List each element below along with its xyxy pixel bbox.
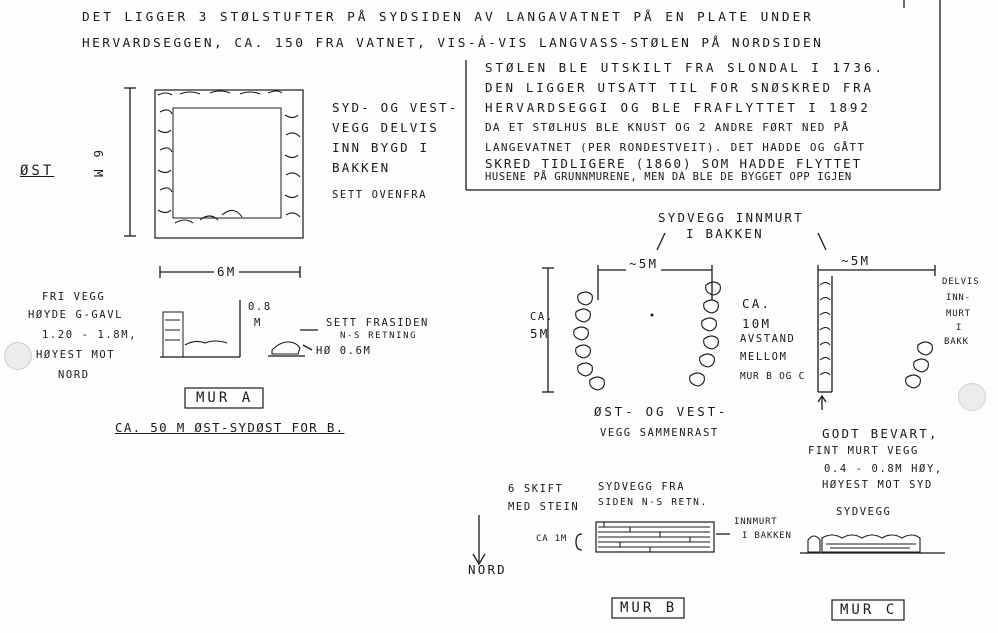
good-note-line: HØYEST MOT SYD [822, 479, 933, 491]
south-wall-line: SYDVEGG FRA [598, 481, 686, 493]
header-line-1: DET LIGGER 3 STØLSTUFTER PÅ SYDSIDEN AV … [82, 10, 814, 25]
walls-note-line: ØST- OG VEST- [594, 404, 729, 419]
nord-label: NORD [468, 562, 507, 577]
note-line: SKRED TIDLIGERE (1860) SOM HADDE FLYTTET [485, 156, 863, 171]
note-line: LANGEVATNET (PER RONDESTVEIT). DET HADDE… [485, 141, 866, 154]
sydvegg-label: SYDVEGG [836, 506, 892, 518]
wall-note-line: INN BYGD I [332, 140, 430, 155]
mur-c-plan [817, 232, 936, 410]
wall-note-line: VEGG DELVIS [332, 120, 439, 135]
courses-line: 6 SKIFT [508, 483, 564, 495]
mur-a-label: MUR A [196, 390, 254, 406]
free-wall-line: HØYEST MOT [36, 349, 116, 361]
delvis-line: DELVIS [942, 277, 980, 287]
distance-note-line: AVSTAND [740, 333, 796, 345]
view-note: SETT OVENFRA [332, 189, 428, 201]
delvis-line: INN- [946, 293, 971, 303]
dim-08: 0.8 [248, 301, 272, 313]
mur-b-label-box [611, 597, 685, 619]
wall-note-line: SYD- OG VEST- [332, 100, 459, 115]
mur-a-side [160, 300, 318, 358]
mur-c-label-box [831, 599, 905, 621]
mur-b-width-dim: ~5M [626, 257, 662, 271]
good-note-line: GODT BEVART, [822, 426, 939, 441]
mur-a-plan [124, 87, 304, 278]
good-note-line: 0.4 - 0.8M HØY, [824, 463, 943, 475]
mur-c-width-dim: ~5M [838, 254, 874, 268]
ca1m-label: CA 1M [536, 534, 568, 544]
free-wall-line: 1.20 - 1.8M, [42, 329, 138, 341]
walls-note-line: VEGG SAMMENRAST [600, 427, 719, 439]
mur-b-height-5m: 5M [530, 326, 550, 341]
mur-b-label: MUR B [620, 600, 678, 616]
mur-a-height-dim: 6 M [91, 150, 106, 180]
free-wall-line: FRI VEGG [42, 291, 106, 303]
note-line: DEN LIGGER UTSATT TIL FOR SNØSKRED FRA [485, 80, 874, 95]
mur-a-location: CA. 50 M ØST-SYDØST FOR B. [115, 420, 345, 435]
mur-a-label-box [184, 387, 264, 409]
courses-line: MED STEIN [508, 501, 580, 513]
mur-b-top-note-line: I BAKKEN [686, 226, 764, 241]
mur-b-height-ca: CA. [530, 311, 554, 323]
mur-b-side [472, 515, 730, 566]
delvis-line: I [956, 323, 964, 333]
good-note-line: FINT MURT VEGG [808, 445, 919, 457]
side-view-line: SETT FRASIDEN [326, 317, 429, 329]
mur-c-side [800, 534, 945, 554]
note-line: HUSENE PÅ GRUNNMURENE, MEN DA BLE DE BYG… [485, 171, 852, 183]
mur-b-top-note-line: SYDVEGG INNMURT [658, 210, 804, 225]
mur-c-label: MUR C [840, 602, 898, 618]
ost-label: ØST [20, 163, 55, 179]
innmurt-line: INNMURT [734, 517, 778, 527]
free-wall-line: HØYDE G-GAVL [28, 309, 124, 321]
distance-note-line: 10M [742, 316, 772, 331]
delvis-line: MURT [946, 309, 971, 319]
distance-note-line: CA. [742, 296, 772, 311]
dim-08-unit: M [254, 317, 262, 329]
punch-hole-bottom [958, 383, 986, 411]
note-line: HERVARDSEGGI OG BLE FRAFLYTTET I 1892 [485, 100, 871, 115]
header-line-2: HERVARDSEGGEN, CA. 150 FRA VATNET, VIS-Á… [82, 36, 824, 51]
side-view-line: N-S RETNING [340, 331, 418, 341]
h06-label: HØ 0.6M [316, 345, 372, 357]
delvis-line: BAKK [944, 337, 969, 347]
free-wall-line: NORD [58, 369, 90, 381]
punch-hole-top [4, 342, 32, 370]
note-line: DA ET STØLHUS BLE KNUST OG 2 ANDRE FØRT … [485, 121, 850, 134]
distance-note-line: MUR B og C [740, 371, 806, 382]
wall-note-line: BAKKEN [332, 160, 391, 175]
note-line: STØLEN BLE UTSKILT FRA SLONDAL I 1736. [485, 60, 885, 75]
mur-a-width-dim: 6M [214, 265, 240, 279]
innmurt-line: I BAKKEN [742, 531, 792, 541]
distance-note-line: MELLOM [740, 351, 788, 363]
south-wall-line: SIDEN N-S RETN. [598, 497, 708, 508]
